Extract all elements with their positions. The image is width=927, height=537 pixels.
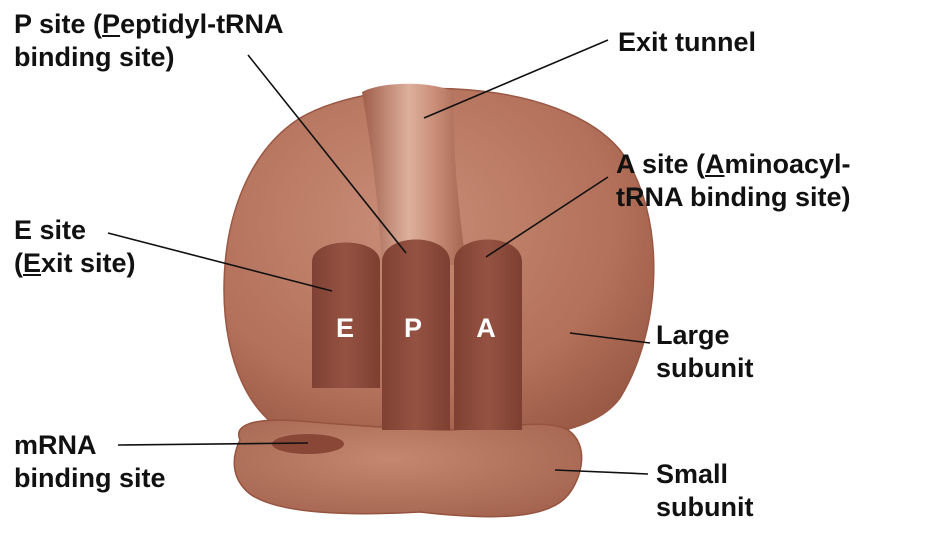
a-site-label-line2: tRNA binding site) xyxy=(616,181,851,214)
exit-tunnel-label-text: Exit tunnel xyxy=(618,26,756,59)
small-subunit-shape xyxy=(234,420,581,517)
p-site-label-prefix: P site ( xyxy=(14,9,102,39)
a-site-label-key: A xyxy=(705,149,725,179)
mrna-label-line2: binding site xyxy=(14,462,166,495)
p-site-letter: P xyxy=(404,313,422,343)
p-site-label-suffix: eptidyl-tRNA xyxy=(120,9,284,39)
a-site-label: A site (Aminoacyl- tRNA binding site) xyxy=(616,148,851,214)
large-subunit-label-line2: subunit xyxy=(656,352,753,385)
small-subunit-label-line2: subunit xyxy=(656,491,753,524)
e-site-label-key: E xyxy=(23,248,41,278)
a-site-letter: A xyxy=(476,313,496,343)
a-site-label-prefix: A site ( xyxy=(616,149,705,179)
a-site-label-suffix: minoacyl- xyxy=(725,149,851,179)
e-site-label-prefix: ( xyxy=(14,248,23,278)
e-site-label-suffix: xit site) xyxy=(41,248,136,278)
small-subunit-label: Small subunit xyxy=(656,458,753,524)
exit-tunnel-label: Exit tunnel xyxy=(618,26,756,59)
mrna-label-line1: mRNA xyxy=(14,429,166,462)
p-site-label: P site (Peptidyl-tRNA binding site) xyxy=(14,8,284,74)
e-site-label-line1: E site xyxy=(14,214,136,247)
p-site-label-key: P xyxy=(102,9,120,39)
e-site-label: E site (Exit site) xyxy=(14,214,136,280)
large-subunit-label: Large subunit xyxy=(656,319,753,385)
p-site-label-line2: binding site) xyxy=(14,41,284,74)
large-subunit-label-line1: Large xyxy=(656,319,753,352)
mrna-binding-site-label: mRNA binding site xyxy=(14,429,166,495)
small-subunit-label-line1: Small xyxy=(656,458,753,491)
e-site-letter: E xyxy=(336,313,354,343)
